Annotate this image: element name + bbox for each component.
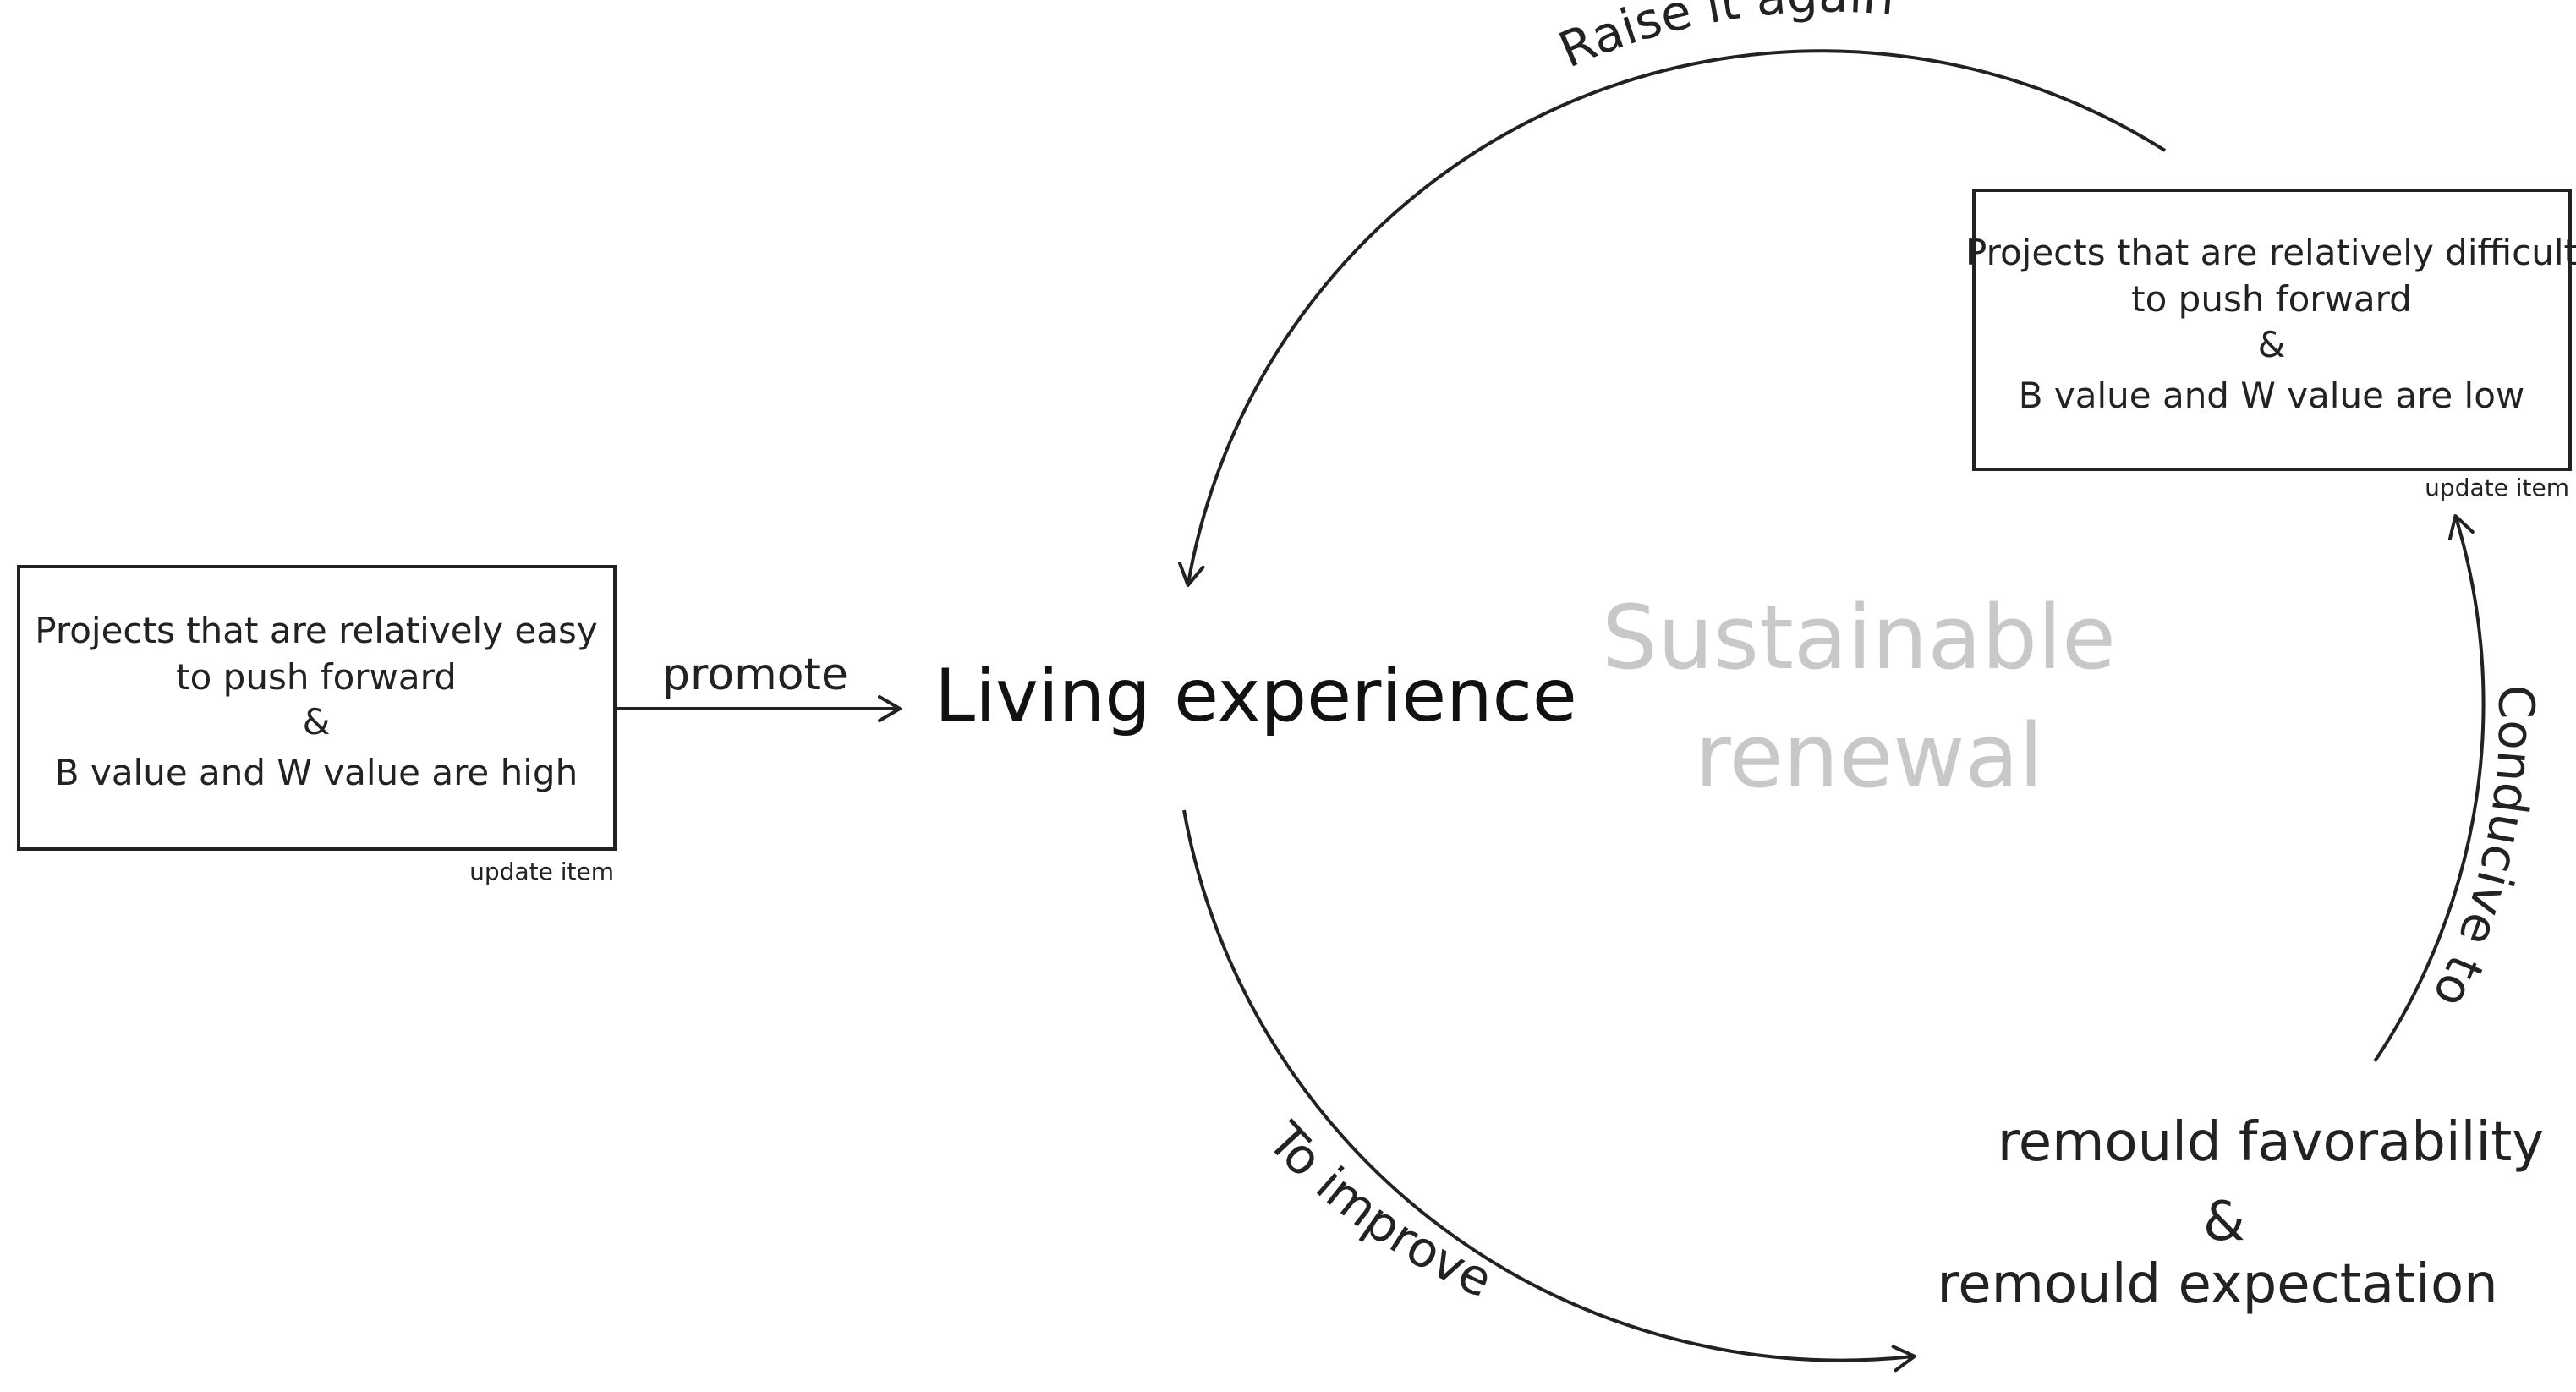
promote-arrow-group: promote	[615, 649, 902, 722]
outcome-line-2: &	[2203, 1191, 2245, 1253]
outcome-line-3: remould expectation	[1937, 1253, 2497, 1316]
left-box-line-2: to push forward	[176, 656, 457, 698]
promote-label: promote	[662, 649, 848, 700]
to-improve-arrow	[1182, 809, 1916, 1373]
right-box-line-3: &	[2258, 324, 2286, 365]
right-box-frame	[1972, 189, 2572, 471]
center-label: Living experience	[934, 654, 1577, 738]
right-project-box: Projects that are relatively difficult t…	[1965, 189, 2576, 501]
watermark: Sustainable renewal	[1602, 586, 2116, 808]
outcome-group: remould favorability & remould expectati…	[1937, 1111, 2544, 1316]
left-box-line-4: B value and W value are high	[55, 752, 578, 793]
left-box-line-1: Projects that are relatively easy	[35, 610, 597, 651]
left-box-line-3: &	[303, 701, 331, 743]
watermark-line-1: Sustainable	[1602, 586, 2116, 689]
watermark-line-2: renewal	[1695, 704, 2043, 808]
left-box-frame	[17, 565, 617, 851]
raise-again-label: Raise it again	[1551, 0, 1897, 79]
right-box-line-1: Projects that are relatively difficult	[1965, 232, 2576, 273]
left-box-note: update item	[469, 858, 614, 885]
outcome-line-1: remould favorability	[1998, 1111, 2544, 1174]
right-box-line-4: B value and W value are low	[2019, 375, 2525, 416]
right-box-note: update item	[2425, 474, 2569, 501]
raise-again-arrow	[1178, 49, 2167, 587]
right-box-line-2: to push forward	[2131, 278, 2412, 320]
left-project-box: Projects that are relatively easy to pus…	[17, 565, 617, 885]
to-improve-label: To improve	[1257, 1111, 1501, 1309]
conducive-arrow	[2373, 514, 2486, 1063]
